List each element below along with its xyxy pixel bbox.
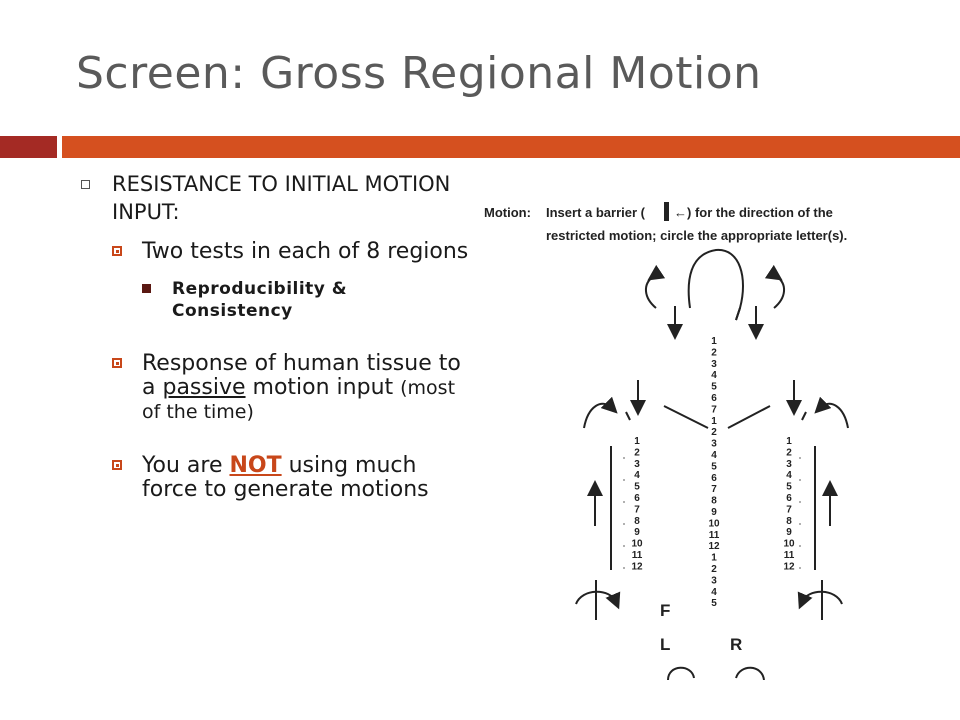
spine-number: 4: [711, 450, 717, 461]
left-side-number: 4: [634, 470, 640, 481]
letter-l: L: [660, 635, 670, 654]
bullet-not-force: You are NOT using much force to generate…: [80, 454, 470, 502]
left-side-number: 1: [634, 436, 640, 447]
right-side-number: 2: [786, 447, 792, 458]
right-side-number: 8: [786, 516, 792, 527]
square-bullet-icon: [112, 246, 122, 256]
hollow-square-bullet-icon: [81, 180, 90, 189]
left-hip-outline: [667, 666, 695, 680]
motion-label: Motion:: [484, 205, 531, 220]
left-side-number: 8: [634, 516, 640, 527]
right-side-number: 7: [786, 504, 792, 515]
spine-number: 2: [711, 564, 717, 575]
left-side-number: 2: [634, 447, 640, 458]
spine-number: 10: [708, 518, 720, 529]
spine-number: 1: [711, 336, 717, 347]
barrier-icon: [664, 202, 669, 221]
spine-number: 5: [711, 382, 717, 393]
right-side-number: 9: [786, 527, 792, 538]
left-side-number: 9: [634, 527, 640, 538]
spine-number: 2: [711, 347, 717, 358]
right-side-number: 3: [786, 459, 792, 470]
letter-f: F: [660, 601, 670, 620]
left-side-number: 6: [634, 493, 640, 504]
accent-bar-main: [62, 136, 960, 158]
letter-r: R: [730, 635, 742, 654]
accent-bar-left: [0, 136, 57, 158]
right-side-number: 1: [786, 436, 792, 447]
bullet-response: Response of human tissue to a passive mo…: [80, 352, 470, 424]
spine-number: 7: [711, 484, 717, 495]
left-side-number: 12: [631, 561, 643, 572]
spine-number: 7: [711, 404, 717, 415]
spine-number: 3: [711, 575, 717, 586]
curved-arrow-icon: [645, 264, 666, 309]
left-shoulder-line: [663, 405, 709, 429]
spine-number: 9: [711, 507, 717, 518]
square-bullet-icon: [112, 460, 122, 470]
spine-number: 6: [711, 473, 717, 484]
right-hip-outline: [735, 666, 765, 680]
right-side-number: 11: [784, 550, 795, 561]
spine-number: 11: [709, 530, 720, 541]
spine-number: 5: [711, 461, 717, 472]
spine-number: 4: [711, 370, 717, 381]
caption-line-1b: ←) for the direction of the: [674, 205, 833, 220]
spine-number: 8: [711, 496, 717, 507]
bullet-resistance: RESISTANCE TO INITIAL MOTION INPUT:: [80, 170, 470, 226]
left-side-number: 10: [631, 539, 643, 550]
bullet-list: RESISTANCE TO INITIAL MOTION INPUT: Two …: [80, 168, 470, 502]
curved-arrow-icon: [814, 396, 849, 429]
right-side-number: 10: [783, 539, 795, 550]
square-bullet-icon: [112, 358, 122, 368]
left-side-number: 7: [634, 504, 640, 515]
spine-number: 6: [711, 393, 717, 404]
left-side-number: 3: [634, 459, 640, 470]
spine-number: 2: [711, 427, 717, 438]
spine-number: 1: [711, 416, 717, 427]
bullet-two-tests: Two tests in each of 8 regions: [80, 240, 470, 264]
spine-number: 4: [711, 587, 717, 598]
curved-arrow-icon: [764, 264, 785, 309]
right-shoulder-line: [727, 405, 771, 429]
slide-title: Screen: Gross Regional Motion: [76, 48, 762, 99]
curved-arrow-icon: [583, 396, 618, 429]
right-side-number: 5: [786, 482, 792, 493]
caption-line-1a: Insert a barrier (: [546, 205, 645, 220]
filled-square-bullet-icon: [142, 284, 151, 293]
right-side-number: 12: [783, 561, 795, 572]
left-side-number: 11: [632, 550, 643, 561]
spine-number: 12: [708, 541, 720, 552]
spine-number: 3: [711, 359, 717, 370]
right-side-number: 6: [786, 493, 792, 504]
spine-number: 5: [711, 598, 717, 609]
bullet-reproducibility: Reproducibility & Consistency: [80, 278, 470, 322]
head-outline: [687, 248, 744, 321]
spine-number: 1: [711, 553, 717, 564]
curved-arrow-icon: [575, 590, 621, 610]
caption-line-2: restricted motion; circle the appropriat…: [546, 228, 848, 243]
curved-arrow-icon: [797, 590, 843, 610]
right-side-number: 4: [786, 470, 792, 481]
spine-number: 3: [711, 439, 717, 450]
left-side-number: 5: [634, 482, 640, 493]
motion-diagram: Motion: Insert a barrier ( ←) for the di…: [478, 180, 928, 680]
